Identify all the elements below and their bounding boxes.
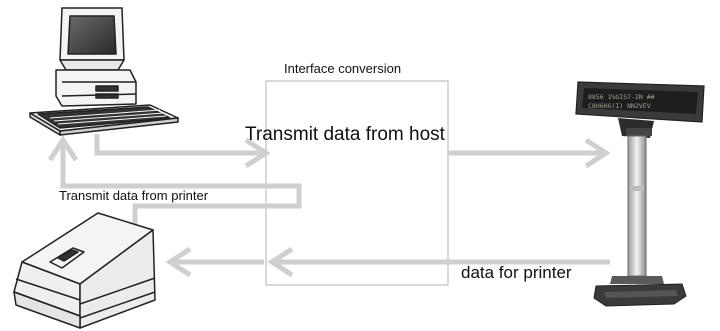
pole-display-icon: 8856 1%GIS7-IN ## C8H6HG(I) NN2VEV bbox=[575, 81, 705, 307]
computer-icon bbox=[29, 7, 179, 136]
arrow-interface-to-display-head bbox=[584, 137, 611, 169]
arrow-display-to-interface-head bbox=[267, 246, 294, 278]
display-text-line-1: 8856 1%GIS7-IN ## bbox=[588, 93, 655, 101]
arrow-printer-to-host bbox=[60, 145, 302, 235]
arrow-printer-to-host-head bbox=[47, 135, 79, 162]
display-text-line-2: C8H6HG(I) NN2VEV bbox=[588, 102, 651, 110]
arrow-host-to-interface-head bbox=[244, 137, 271, 169]
data-for-printer-label: data for printer bbox=[461, 263, 572, 282]
printer-icon bbox=[13, 212, 156, 329]
transmit-from-printer-label: Transmit data from printer bbox=[59, 188, 209, 203]
arrow-host-to-interface bbox=[94, 134, 262, 156]
transmit-from-host-label: Transmit data from host bbox=[245, 124, 445, 145]
arrows bbox=[47, 134, 611, 278]
arrow-interface-to-printer-head bbox=[165, 246, 192, 278]
interface-conversion-box bbox=[265, 80, 449, 286]
interface-conversion-label: Interface conversion bbox=[284, 61, 402, 76]
